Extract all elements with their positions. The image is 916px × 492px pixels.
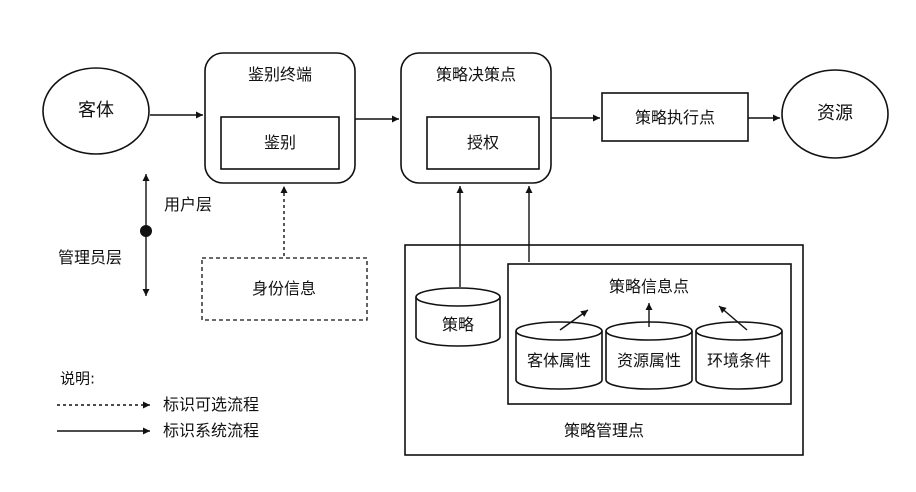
legend-title: 说明: — [60, 369, 96, 388]
admin-layer-label: 管理员层 — [58, 248, 123, 267]
authentication-label: 鉴别 — [263, 133, 297, 152]
pdp-label: 策略决策点 — [435, 65, 517, 84]
resource-attr-label: 资源属性 — [616, 351, 682, 370]
legend-optional-flow-label: 标识可选流程 — [163, 395, 260, 414]
identity-info-box — [201, 257, 368, 321]
user-layer-label: 用户层 — [164, 195, 213, 214]
arrow-subject-attr-up — [559, 309, 589, 331]
auth-terminal-box — [204, 52, 356, 184]
resource-ellipse — [781, 69, 889, 159]
subject-attr-cylinder — [515, 331, 603, 390]
authorization-box — [426, 116, 540, 170]
pep-box — [601, 92, 749, 142]
subject-label: 客体 — [78, 100, 114, 121]
resource-attr-cylinder — [605, 331, 693, 390]
legend-system-flow-label: 标识系统流程 — [163, 421, 260, 440]
pip-box — [507, 263, 792, 405]
arrow-env-up — [718, 305, 748, 331]
pap-box — [404, 244, 804, 456]
subject-attr-label: 客体属性 — [526, 351, 592, 370]
policy-db-cylinder — [415, 297, 501, 347]
layer-divider-dot — [140, 225, 152, 237]
authorization-label: 授权 — [466, 133, 500, 152]
env-cond-cylinder — [695, 331, 783, 390]
policy-db-label: 策略 — [441, 315, 475, 334]
auth-terminal-label: 鉴别终端 — [247, 65, 313, 84]
subject-ellipse — [42, 67, 150, 155]
authentication-box — [220, 116, 340, 170]
identity-info-label: 身份信息 — [251, 279, 317, 298]
pap-label: 策略管理点 — [563, 421, 645, 440]
pip-label: 策略信息点 — [608, 277, 690, 296]
pep-label: 策略执行点 — [634, 108, 716, 127]
resource-label: 资源 — [817, 103, 853, 124]
env-cond-label: 环境条件 — [706, 351, 772, 370]
